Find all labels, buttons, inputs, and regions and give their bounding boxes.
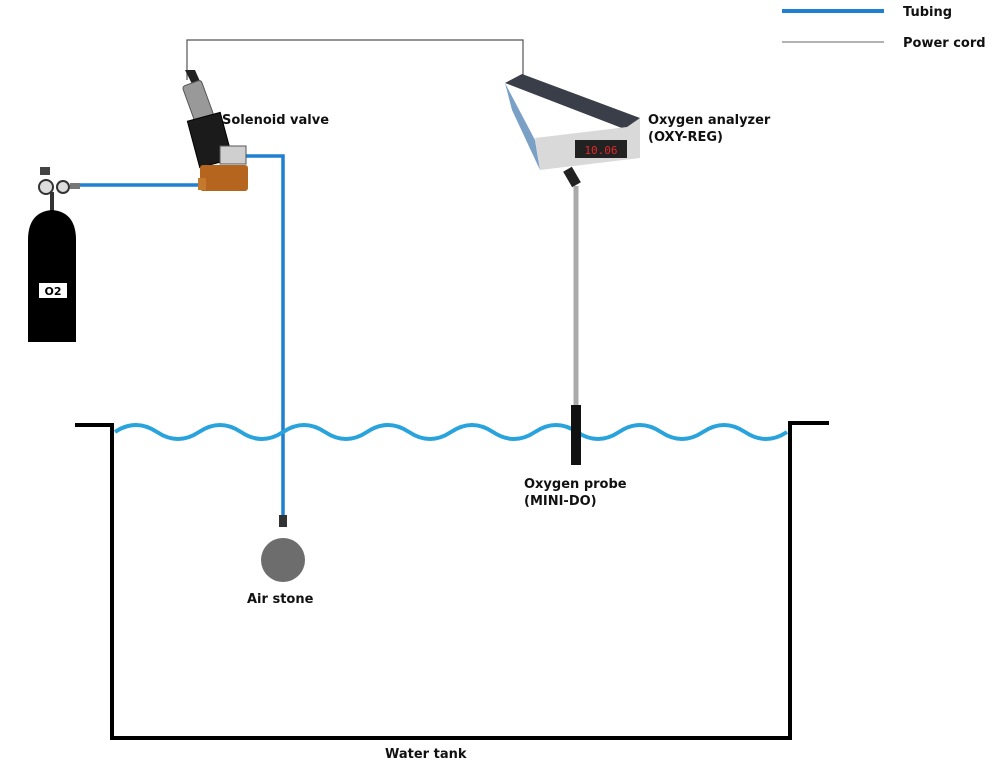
legend: Tubing Power cord bbox=[782, 5, 986, 51]
oxygen-cylinder: O2 bbox=[28, 167, 80, 342]
oxygen-analyzer: 10.06 bbox=[505, 74, 640, 188]
oxygen-analyzer-label-line1: Oxygen analyzer bbox=[648, 113, 771, 128]
oxygen-probe-label-line1: Oxygen probe bbox=[524, 477, 627, 492]
legend-tubing-label: Tubing bbox=[903, 5, 952, 20]
regulator-gauge-icon bbox=[38, 179, 54, 195]
air-stone bbox=[261, 538, 305, 582]
solenoid-valve bbox=[182, 70, 248, 191]
oxygen-probe-label-line2: (MINI-DO) bbox=[524, 494, 597, 509]
oxygen-analyzer-label-line2: (OXY-REG) bbox=[648, 130, 723, 145]
air-stone-label: Air stone bbox=[247, 592, 314, 607]
power-cord bbox=[186, 39, 524, 82]
water-surface bbox=[113, 423, 789, 441]
water-tank bbox=[75, 421, 829, 740]
cylinder-label: O2 bbox=[44, 285, 61, 298]
solenoid-valve-label: Solenoid valve bbox=[222, 113, 329, 128]
tubing-valve-to-airstone bbox=[244, 154, 285, 518]
oxygen-probe bbox=[571, 405, 581, 465]
water-tank-label: Water tank bbox=[385, 747, 467, 762]
legend-power-cord-label: Power cord bbox=[903, 36, 986, 51]
analyzer-display: 10.06 bbox=[584, 144, 617, 157]
